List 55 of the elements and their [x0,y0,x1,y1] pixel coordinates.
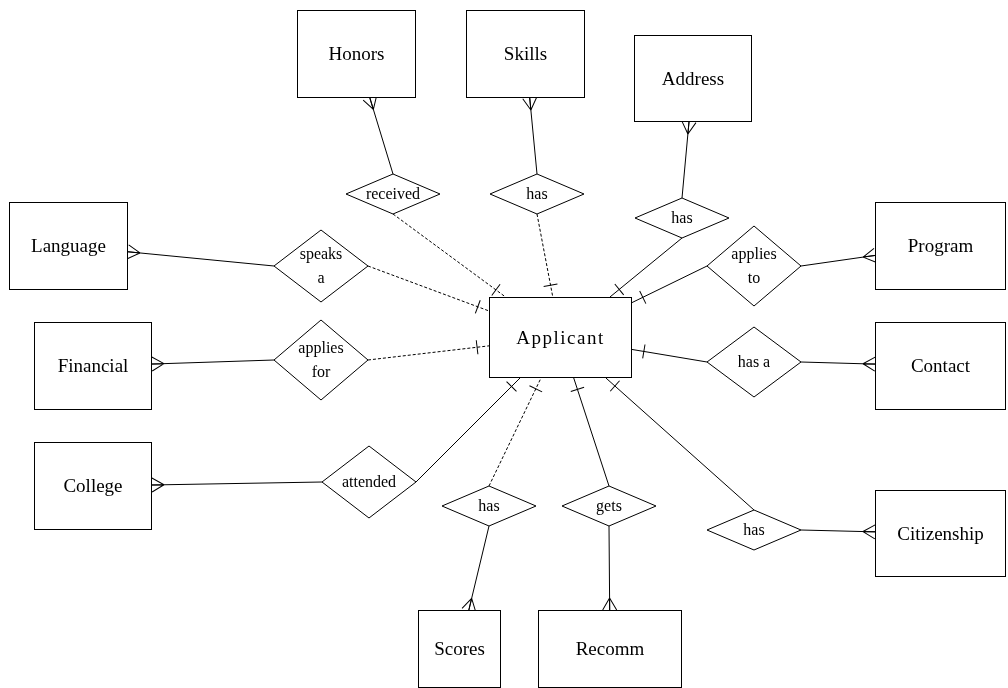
entity-name: Citizenship [897,522,984,545]
entity-box [875,490,1006,577]
relationship-line [151,356,275,372]
relationship-label: has [526,184,548,204]
relationship-label: speaks a [298,244,344,288]
entity-box [489,297,632,378]
entity-name: College [63,475,123,497]
entity-name: Language [31,235,106,257]
entity-name: Scores [434,638,485,660]
entity-box [34,442,152,530]
relationship-line [681,120,697,199]
relationship-label: gets [596,496,622,517]
relationship-label: applies to [730,244,778,288]
relationship-line [602,525,618,611]
entity-name: Financial [57,355,129,377]
relationship-label: received [365,184,421,204]
relationship-line [367,265,490,314]
relationship-line [800,247,877,267]
entity-box [875,322,1006,410]
entity-box [9,202,128,290]
relationship-line [609,237,683,298]
relationship-line [631,265,708,305]
relationship-label: has [478,496,500,516]
entity-name: Address [661,67,725,90]
entity-box [466,10,585,98]
entity-name: Recomm [575,638,645,660]
entity-name: Applicant [516,326,605,349]
entity-name: Skills [503,43,548,65]
relationship-line [570,377,610,487]
entity-name: Program [907,235,974,257]
relationship-label: attended [341,472,397,492]
entity-box [634,35,752,122]
relationship-line [536,213,558,298]
entity-name: Contact [910,355,971,377]
relationship-label: has [743,520,765,540]
relationship-line [151,477,323,493]
entity-box [875,202,1006,290]
relationship-line [392,213,507,298]
relationship-label: has [671,208,693,228]
entity-name: Honors [328,43,385,65]
entity-box [418,610,501,688]
relationship-line [522,96,538,175]
relationship-label: applies for [297,338,345,382]
relationship-line [800,524,876,540]
relationship-line [631,344,708,363]
entity-box [297,10,416,98]
relationship-line [488,377,543,487]
relationship-label: has a [737,352,771,372]
entity-box [34,322,152,410]
relationship-line [126,244,275,267]
relationship-line [800,356,876,372]
relationship-line [605,377,755,511]
relationship-line [415,377,521,483]
entity-box [538,610,682,688]
relationship-line [367,339,490,361]
